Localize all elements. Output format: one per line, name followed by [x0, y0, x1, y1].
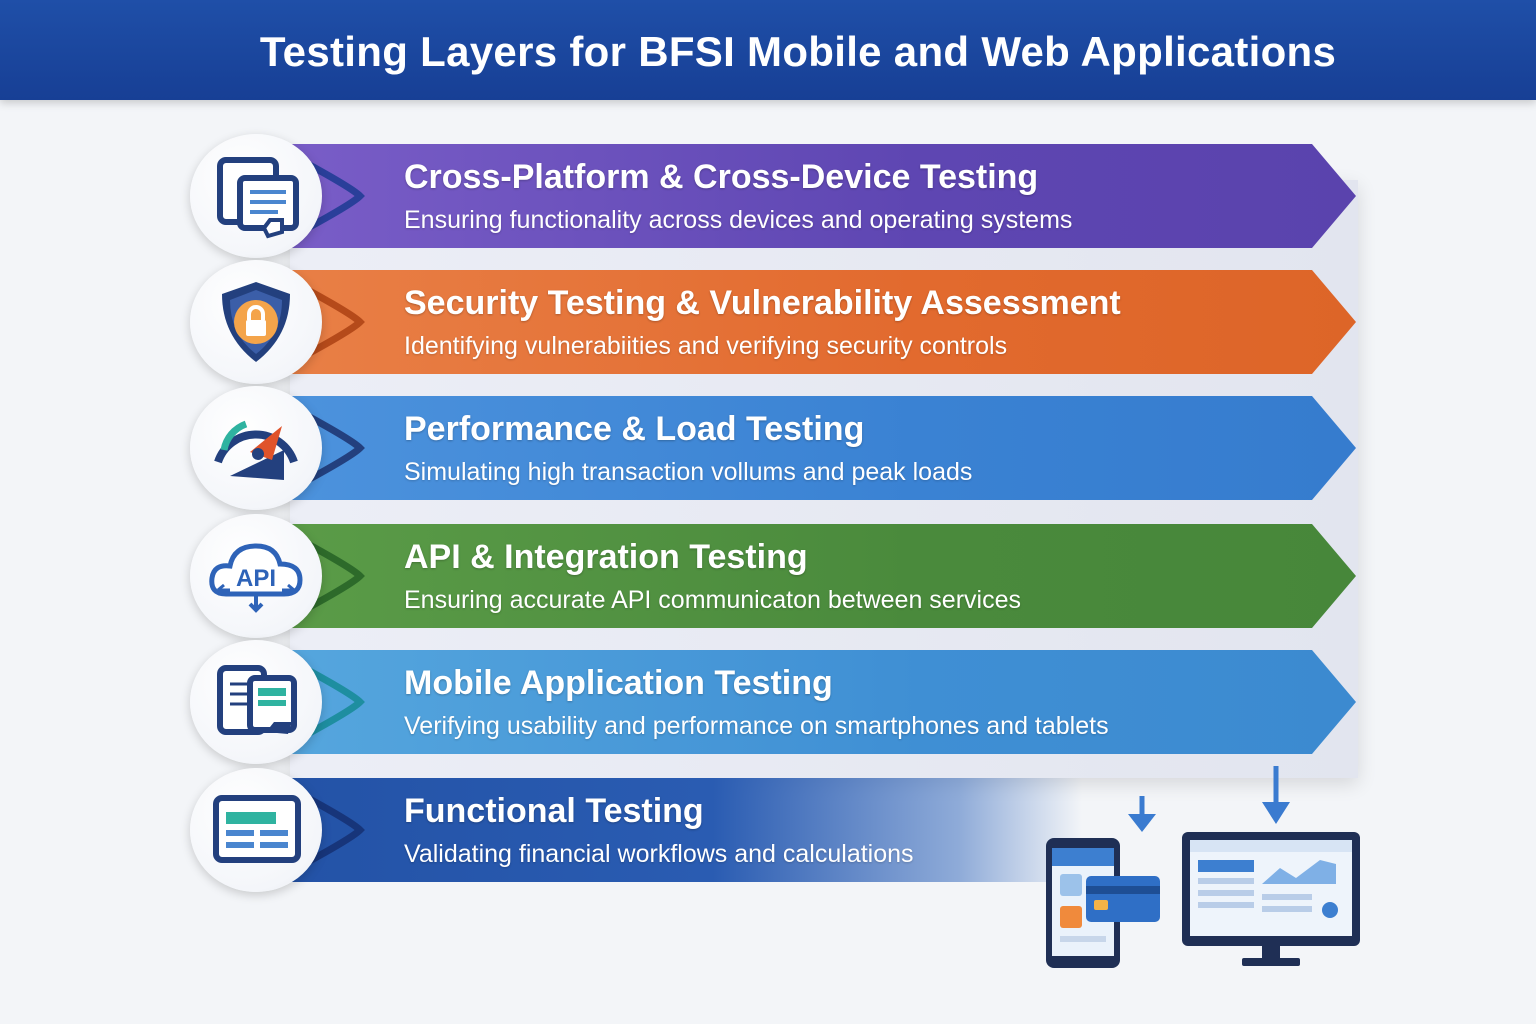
dashboard-icon — [213, 795, 301, 863]
layer-description: Identifying vulnerabiities and verifying… — [404, 332, 1008, 360]
devices-icon — [217, 157, 299, 239]
speedometer-icon — [214, 420, 298, 480]
layer-description: Validating financial workflows and calcu… — [404, 840, 914, 868]
header-bar: Testing Layers for BFSI Mobile and Web A… — [0, 0, 1536, 100]
layer-icon-circle — [190, 640, 322, 764]
layer-icon-circle — [190, 134, 322, 258]
layer-icon-circle — [190, 386, 322, 510]
layer-band — [262, 524, 1356, 628]
monitor-icon — [1182, 832, 1360, 966]
layer-title: Cross-Platform & Cross-Device Testing — [404, 158, 1039, 196]
layer-title: Functional Testing — [404, 792, 704, 830]
chevron-icon — [302, 538, 365, 614]
layer-band — [262, 650, 1356, 754]
layer-band — [262, 396, 1356, 500]
credit-card-icon — [1086, 876, 1160, 922]
devices-illustration — [1046, 766, 1360, 968]
layer-title: Mobile Application Testing — [404, 664, 833, 702]
tablet-phone-icon — [217, 665, 297, 735]
chevron-icon — [302, 284, 365, 360]
page-title: Testing Layers for BFSI Mobile and Web A… — [259, 28, 1337, 75]
layer-title: Performance & Load Testing — [404, 410, 865, 448]
layer-icon-circle — [190, 768, 322, 892]
layer-title: Security Testing & Vulnerability Assessm… — [404, 284, 1121, 322]
layer-icon-circle: API — [190, 514, 322, 638]
down-arrow-icon — [1128, 796, 1156, 832]
down-arrow-icon — [1262, 766, 1290, 824]
layer-description: Ensuring accurate API communicaton betwe… — [404, 586, 1021, 614]
chevron-icon — [302, 664, 365, 740]
api-label: API — [236, 565, 276, 592]
layer-band — [262, 270, 1356, 374]
layer-description: Verifying usability and performance on s… — [404, 712, 1109, 740]
layer-icon-circle — [190, 260, 322, 384]
layer-band — [262, 144, 1356, 248]
layer-description: Ensuring functionality across devices an… — [404, 206, 1073, 234]
chevron-icon — [302, 410, 365, 486]
layer-band — [262, 778, 1082, 882]
shield-lock-icon — [222, 282, 290, 362]
chevron-icon — [302, 158, 365, 234]
layer-title: API & Integration Testing — [404, 538, 808, 576]
chevron-icon — [302, 792, 365, 868]
layer-description: Simulating high transaction vollums and … — [404, 458, 973, 486]
api-cloud-icon: API — [209, 543, 303, 613]
